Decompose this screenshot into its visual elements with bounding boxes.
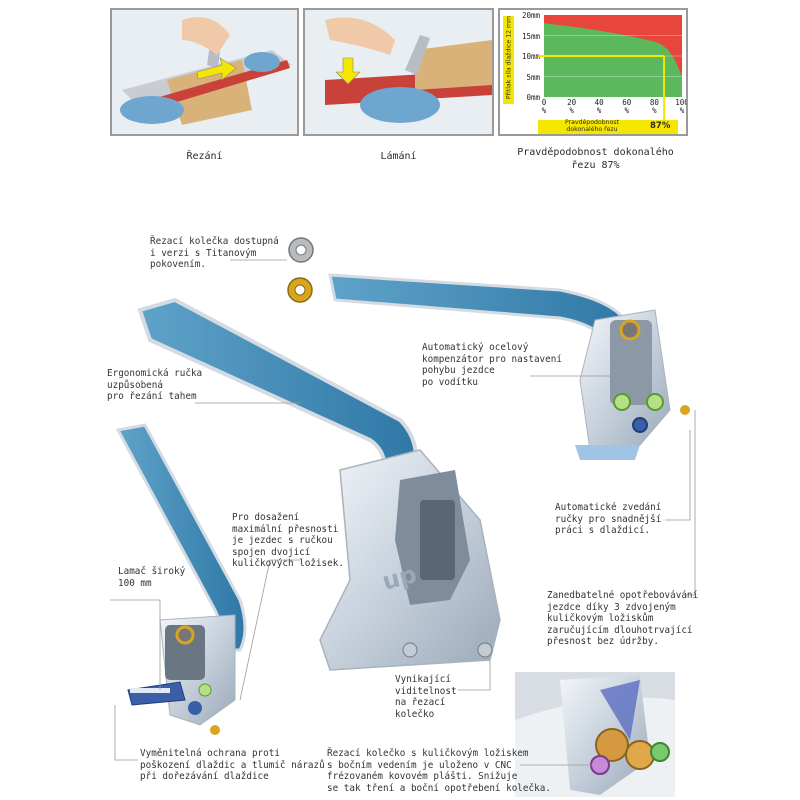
callout-wheels: Řezací kolečka dostupná i verzi s Titano…	[150, 236, 279, 270]
breaking-illustration	[305, 10, 492, 134]
x-tick-label: 80 %	[649, 98, 659, 115]
cutting-illustration	[112, 10, 297, 134]
breaking-photo	[303, 8, 494, 136]
y-axis-label: Přítlak síla dlaždice 12 mm	[505, 15, 513, 100]
main-handle-assembly: up	[137, 297, 501, 671]
x-tick-label: 60 %	[622, 98, 632, 115]
bottom-label: Pravděpodobnost dokonalého řezu	[564, 119, 620, 133]
x-tick-label: 100 %	[675, 98, 688, 115]
callout-lift: Automatické zvedání ručky pro snadnější …	[555, 502, 662, 536]
right-handle-assembly	[328, 273, 690, 460]
cut-caption: Řezání	[186, 151, 223, 162]
callout-compensator: Automatický ocelový kompenzátor pro nast…	[422, 342, 562, 388]
break-caption: Lámání	[380, 151, 417, 162]
y-tick-label: 10mm	[521, 52, 540, 61]
probability-chart-frame: Přítlak síla dlaždice 12 mm 20mm 15mm 10mm…	[498, 8, 688, 136]
x-tick-label: 20 %	[567, 98, 577, 115]
chart-good-area	[544, 23, 682, 98]
tile-cutter-illustration: up	[110, 237, 696, 797]
probability-chart	[538, 15, 682, 127]
y-tick-label: 5mm	[526, 72, 540, 82]
callout-wheel-bearing: Řezací kolečko s kuličkovým ložiskem s b…	[327, 748, 551, 794]
left-handle-assembly	[115, 423, 247, 735]
leader-lines	[110, 259, 696, 766]
bottom-value: 87%	[650, 121, 671, 131]
wheel-detail-inset	[515, 672, 675, 797]
callout-handle: Ergonomická ručka uzpůsobená pro řezání …	[107, 368, 203, 402]
y-tick-label: 15mm	[521, 31, 540, 41]
x-tick-label: 40 %	[594, 98, 604, 115]
probability-caption: Pravděpodobnost dokonalého řezu 87%	[517, 147, 674, 171]
callout-visibility: Vynikající viditelnost na řezací kolečko	[395, 674, 457, 720]
callout-wear: Zanedbatelné opotřebovávání jezdce díky …	[547, 590, 699, 647]
y-tick-label: 20mm	[521, 11, 540, 20]
callout-precision: Pro dosažení maximální přesnosti je jezd…	[232, 512, 344, 569]
cutting-photo	[110, 8, 299, 136]
bottom-highlight	[538, 120, 678, 134]
callout-breaker: Lamač široký 100 mm	[118, 566, 186, 589]
callout-protection: Vyměnitelná ochrana proti poškození dlaž…	[140, 748, 325, 782]
y-tick-label: 0mm	[526, 93, 540, 102]
y-axis-label-box: Přítlak síla dlaždice 12 mm	[503, 16, 514, 104]
cutting-wheels	[287, 237, 314, 303]
x-tick-label: 0 %	[541, 98, 547, 115]
